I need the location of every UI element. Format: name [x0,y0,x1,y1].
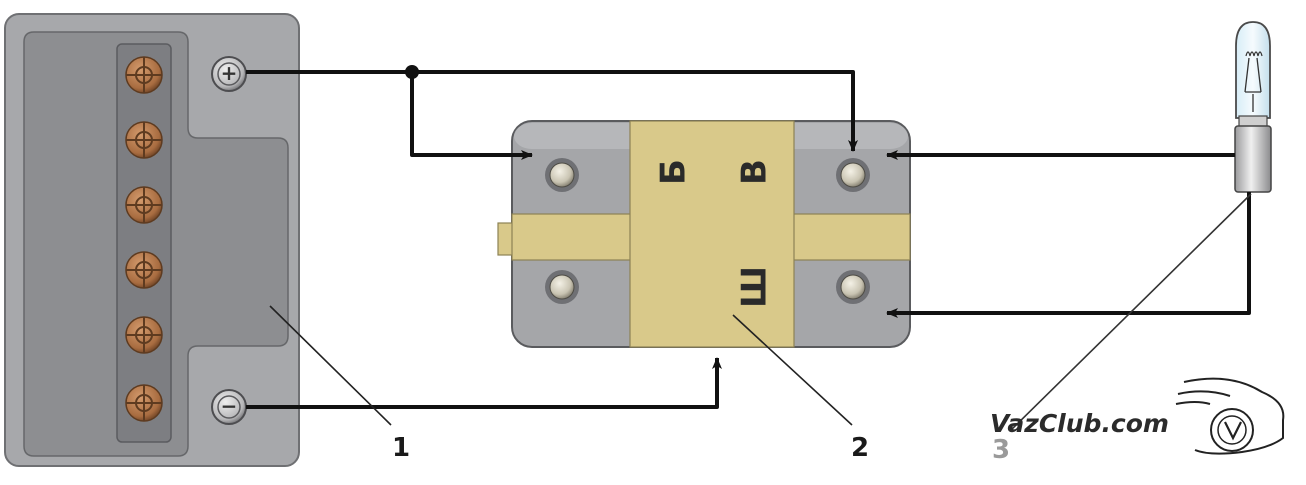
car-logo-icon [1175,377,1285,455]
minus-terminal-icon: − [211,389,247,425]
callout-line-3 [1010,193,1252,431]
terminal-b-label: Б [654,159,694,185]
plus-terminal-icon: + [211,56,247,92]
wire-plus-to-b [410,72,533,160]
cell-cap-icon [125,384,163,422]
cell-cap-icon [125,186,163,224]
terminal-ground-screw-icon [836,270,870,304]
battery-cells [125,56,163,422]
wire-lamp-to-ground [886,192,1251,318]
callout-line-1 [269,305,392,426]
battery: + − [4,13,300,467]
cell-cap-icon [125,121,163,159]
plus-symbol: + [221,61,238,85]
voltage-regulator: Б В Ш [497,120,911,348]
wire-plus-to-v [246,70,858,152]
watermark-text: VazClub.com [990,409,1169,438]
terminal-b-screw-icon [545,158,579,192]
terminal-v-screw-icon [836,158,870,192]
callout-label-2: 2 [851,433,869,463]
wire-minus-to-regulator [246,357,722,409]
cell-cap-icon [125,56,163,94]
wire-junction [405,65,419,79]
callout-line-2 [732,314,853,426]
terminal-v-label: В [735,159,775,185]
terminal-sh-screw-icon [545,270,579,304]
cell-cap-icon [125,251,163,289]
terminal-sh-label: Ш [735,266,775,308]
callout-label-3: 3 [992,435,1010,465]
cell-cap-icon [125,316,163,354]
watermark: VazClub.com [990,377,1285,455]
callouts: 1 2 3 [269,193,1252,465]
wiring [246,70,1251,409]
callout-label-1: 1 [392,433,410,463]
minus-symbol: − [221,394,238,418]
lamp-bulb-icon [1234,21,1272,193]
